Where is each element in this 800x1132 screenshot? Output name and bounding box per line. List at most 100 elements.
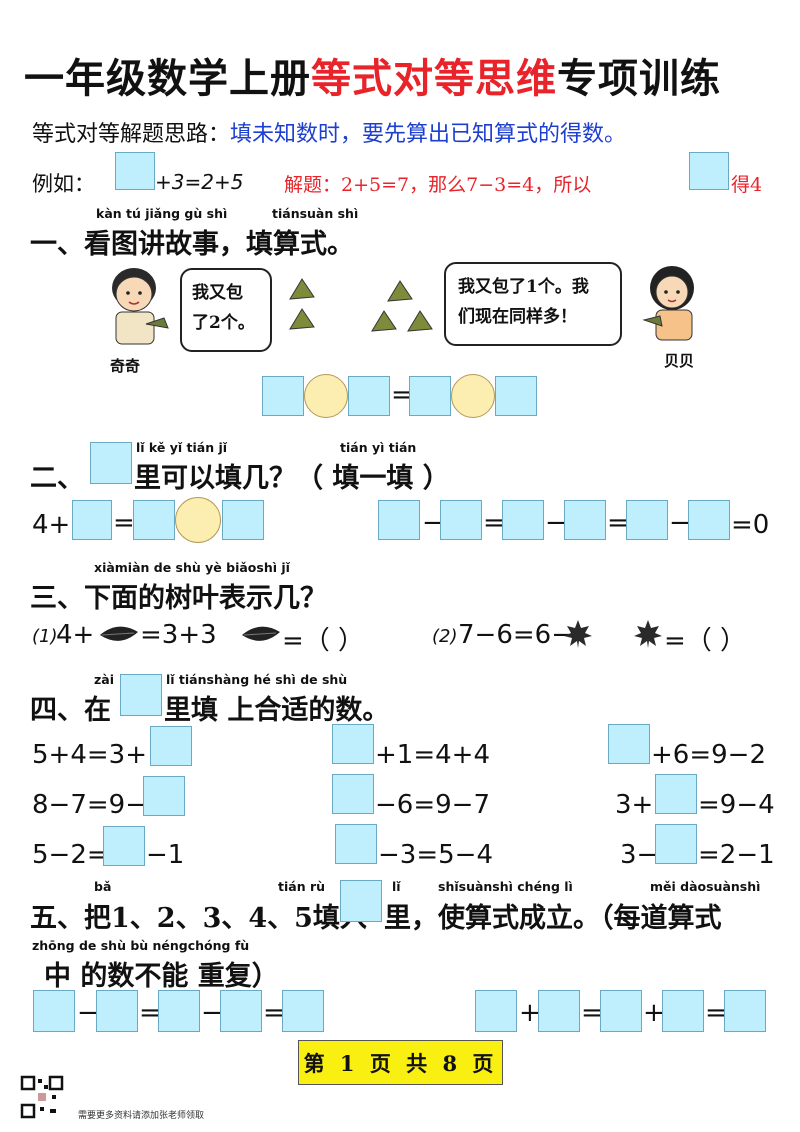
s5-right-box-5[interactable] xyxy=(724,990,766,1032)
s2-right-end: =0 xyxy=(731,510,770,540)
s5-pinyin-2: tián rù xyxy=(278,879,326,894)
s3-p1-label: (1) xyxy=(32,626,58,647)
s2-right-box-6[interactable] xyxy=(688,500,730,540)
s4-c2-r3-b: −3=5−4 xyxy=(378,840,493,870)
s3-p1-answer[interactable]: =（ ） xyxy=(282,626,365,656)
s2-left-box-3[interactable] xyxy=(222,500,264,540)
s4-c3-r3-box[interactable] xyxy=(655,824,697,864)
zongzi-group-left-icon xyxy=(289,278,315,330)
s2-right-box-2[interactable] xyxy=(440,500,482,540)
s5-pinyin-4: shǐsuànshì chéng lì xyxy=(438,879,573,894)
s4-c3-r2-b: =9−4 xyxy=(698,790,775,820)
boy-qiqi-illustration xyxy=(112,268,169,345)
s2-right-box-3[interactable] xyxy=(502,500,544,540)
s1-equals: = xyxy=(391,380,413,410)
s5-pinyin-3: lǐ xyxy=(392,879,401,894)
page-indicator: 第 1 页 共 8 页 xyxy=(298,1040,503,1085)
s1-pinyin-1: kàn tú jiǎng gù shì xyxy=(96,206,228,221)
s4-c2-r2-box[interactable] xyxy=(332,774,374,814)
bubble-qiqi-line2: 了2个。 xyxy=(192,313,255,333)
s4-c2-r3-box[interactable] xyxy=(335,824,377,864)
s5-pinyin-6: zhōng de shù bù néngchóng fù xyxy=(32,938,250,953)
s3-p1-a: 4+ xyxy=(56,620,95,650)
intro-text: 填未知数时，要先算出已知算式的得数。 xyxy=(230,122,627,147)
name-beibei: 贝贝 xyxy=(664,352,695,370)
title-part1: 一年级数学上册 xyxy=(24,56,311,102)
s5-left-box-4[interactable] xyxy=(220,990,262,1032)
s4-c2-r1-box[interactable] xyxy=(332,724,374,764)
s1-box-1[interactable] xyxy=(262,376,304,416)
s3-pinyin: xiàmiàn de shù yè biǎoshì jǐ xyxy=(94,560,290,575)
s3-p2-answer[interactable]: =（ ） xyxy=(664,626,747,656)
oval-leaf-icon-question xyxy=(242,626,280,641)
example-solution: 解题：2+5=7，那么7−3=4，所以 xyxy=(284,174,592,196)
s4-c3-r3-a: 3− xyxy=(620,840,659,870)
example-blank-box[interactable] xyxy=(115,152,155,190)
s4-c1-r3-b: −1 xyxy=(146,840,185,870)
s2-right-box-4[interactable] xyxy=(564,500,606,540)
qr-code-icon xyxy=(20,1075,64,1119)
s5-right-box-2[interactable] xyxy=(538,990,580,1032)
s2-title-box xyxy=(90,442,132,484)
s2-right-box-1[interactable] xyxy=(378,500,420,540)
s1-box-4[interactable] xyxy=(495,376,537,416)
footer-note: 需要更多资料请添加张老师领取 xyxy=(78,1111,205,1121)
s5-right-box-4[interactable] xyxy=(662,990,704,1032)
s1-box-2[interactable] xyxy=(348,376,390,416)
s3-p1-b: =3+3 xyxy=(140,620,217,650)
s4-c1-r3-box[interactable] xyxy=(103,826,145,866)
page-title: 一年级数学上册等式对等思维专项训练 xyxy=(24,46,721,104)
zongzi-group-middle-icon xyxy=(371,280,433,332)
s2-equals-2: = xyxy=(607,508,629,538)
s5-left-box-1[interactable] xyxy=(33,990,75,1032)
s4-c3-r1-box[interactable] xyxy=(608,724,650,764)
s4-c3-r3-b: =2−1 xyxy=(698,840,775,870)
s4-c3-r2-box[interactable] xyxy=(655,774,697,814)
s2-left-box-1[interactable] xyxy=(72,500,112,540)
intro-label: 等式对等解题思路： xyxy=(32,122,231,147)
s5-left-equals-2: = xyxy=(263,998,285,1028)
s2-operator-circle[interactable] xyxy=(175,497,221,543)
s5-title-line2: 中 的数不能 重复） xyxy=(44,961,279,992)
s4-c3-r2-a: 3+ xyxy=(615,790,654,820)
s4-c1-r2-a: 8−7=9− xyxy=(32,790,147,820)
s4-c1-r1-box[interactable] xyxy=(150,726,192,766)
s5-right-box-3[interactable] xyxy=(600,990,642,1032)
s2-minus-2: − xyxy=(545,508,567,538)
speech-bubble-qiqi: 我又包 了2个。 xyxy=(180,268,272,352)
s5-left-box-3[interactable] xyxy=(158,990,200,1032)
s4-title-suffix: 里填 上合适的数。 xyxy=(164,695,390,726)
s1-title: 一、看图讲故事，填算式。 xyxy=(30,229,354,260)
s2-right-box-5[interactable] xyxy=(626,500,668,540)
s3-p2-a: 7−6=6− xyxy=(458,620,573,650)
s2-title-suffix: 里可以填几？（ 填一填 ） xyxy=(134,463,450,494)
s4-c1-r2-box[interactable] xyxy=(143,776,185,816)
bubble-beibei-line1: 我又包了1个。我 xyxy=(458,277,589,297)
title-part3: 专项训练 xyxy=(557,56,721,102)
s2-left-prefix: 4+ xyxy=(32,510,71,540)
s5-left-box-5[interactable] xyxy=(282,990,324,1032)
s2-pinyin-1: lǐ kě yǐ tián jǐ xyxy=(136,440,228,455)
s3-title: 三、下面的树叶表示几？ xyxy=(30,583,327,614)
example-solution-box[interactable] xyxy=(689,152,729,190)
s1-box-3[interactable] xyxy=(409,376,451,416)
s2-left-box-2[interactable] xyxy=(133,500,175,540)
s5-pinyin-5: měi dàosuànshì xyxy=(650,879,761,894)
s2-minus-3: − xyxy=(669,508,691,538)
s1-pinyin-2: tiánsuàn shì xyxy=(272,206,359,221)
s4-c1-r1-a: 5+4=3+ xyxy=(32,740,147,770)
s4-title-prefix: 四、在 xyxy=(30,695,111,726)
s4-c2-r1-b: +1=4+4 xyxy=(375,740,490,770)
s5-right-box-1[interactable] xyxy=(475,990,517,1032)
s4-c1-r3-a: 5−2= xyxy=(32,840,109,870)
name-qiqi: 奇奇 xyxy=(110,357,141,375)
s5-right-plus-1: + xyxy=(519,998,541,1028)
s1-operator-circle-1[interactable] xyxy=(304,374,348,418)
s1-operator-circle-2[interactable] xyxy=(451,374,495,418)
example-expr: +3=2+5 xyxy=(155,170,244,194)
s5-title-prefix: 五、把1、2、3、4、5填入 xyxy=(30,903,367,934)
s5-left-box-2[interactable] xyxy=(96,990,138,1032)
girl-beibei-illustration xyxy=(642,266,694,341)
s5-left-minus-2: − xyxy=(201,998,223,1028)
s3-p2-label: (2) xyxy=(432,626,458,647)
